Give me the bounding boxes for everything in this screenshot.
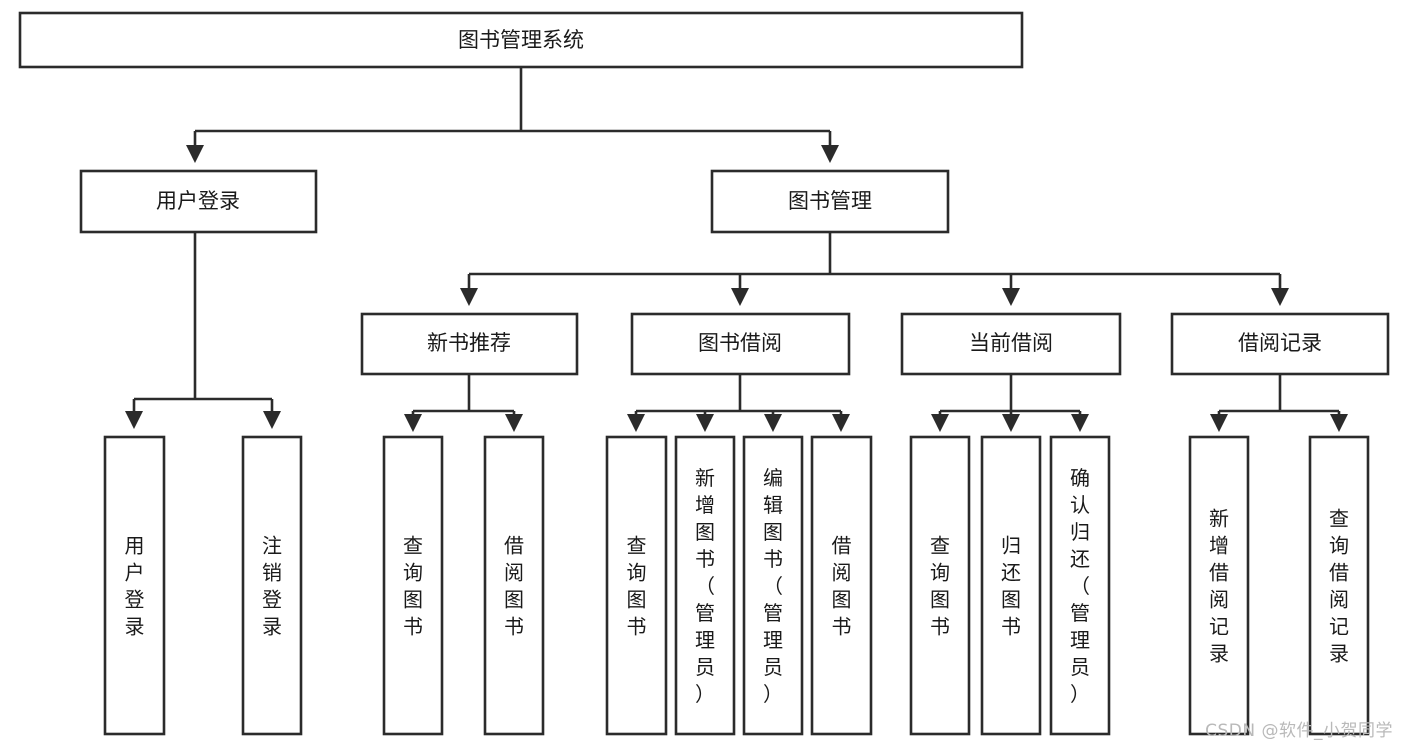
connector-newrec-to-leaves [403, 374, 524, 433]
leaf-borrow-book-b-label: 借阅图书 [832, 534, 852, 639]
node-book-borrow-label: 图书借阅 [698, 331, 782, 355]
leaf-confirm-return-label: 确认归还（管理员） [1070, 466, 1090, 706]
connector-current-to-leaves [930, 374, 1090, 433]
node-user-login-label: 用户登录 [156, 189, 240, 213]
leaf-borrow-book-b[interactable]: 借阅图书 [810, 435, 873, 736]
leaf-query-book-rec[interactable]: 查询图书 [382, 435, 444, 736]
node-new-book-recommend-label: 新书推荐 [427, 331, 511, 355]
leaf-confirm-return[interactable]: 确认归还（管理员） [1049, 435, 1111, 736]
leaf-add-book[interactable]: 新增图书（管理员） [674, 435, 736, 736]
connector-userlogin-to-leaves [124, 232, 282, 430]
leaf-query-book-b[interactable]: 查询图书 [605, 435, 668, 736]
leaf-query-book-b-label: 查询图书 [627, 534, 647, 639]
node-root-label: 图书管理系统 [458, 28, 584, 52]
node-book-management[interactable]: 图书管理 [710, 169, 950, 234]
leaf-add-book-label: 新增图书（管理员） [695, 466, 715, 706]
leaf-user-login-label: 用户登录 [125, 534, 145, 639]
connector-bookmgmt-to-level3 [459, 232, 1290, 307]
leaf-add-record-label: 新增借阅记录 [1209, 507, 1229, 666]
leaf-query-book-rec-label: 查询图书 [403, 534, 423, 639]
connector-records-to-leaves [1209, 374, 1349, 433]
csdn-watermark: CSDN @软件_小贺同学 [1205, 721, 1393, 741]
leaf-edit-book[interactable]: 编辑图书（管理员） [742, 435, 804, 736]
leaf-node-layer: 用户登录 注销登录 查询图书 借阅图书 查询图书 新增图书（管理员） 编辑图书（管理员） 借阅… [103, 435, 1370, 736]
node-book-management-label: 图书管理 [788, 189, 872, 213]
leaf-borrow-book-rec-label: 借阅图书 [504, 534, 524, 639]
leaf-query-book-c-label: 查询图书 [930, 534, 950, 639]
leaf-borrow-book-rec[interactable]: 借阅图书 [483, 435, 545, 736]
leaf-return-book-label: 归还图书 [1001, 534, 1021, 639]
leaf-user-login[interactable]: 用户登录 [103, 435, 166, 736]
leaf-return-book[interactable]: 归还图书 [980, 435, 1042, 736]
leaf-add-record[interactable]: 新增借阅记录 [1188, 435, 1250, 736]
leaf-logout[interactable]: 注销登录 [241, 435, 303, 736]
node-user-login[interactable]: 用户登录 [79, 169, 318, 234]
node-borrow-records[interactable]: 借阅记录 [1170, 312, 1390, 376]
connector-borrow-to-leaves [626, 374, 851, 433]
node-borrow-records-label: 借阅记录 [1238, 331, 1322, 355]
connector-root-to-level2 [185, 67, 840, 164]
node-current-borrow[interactable]: 当前借阅 [900, 312, 1122, 376]
node-book-borrow[interactable]: 图书借阅 [630, 312, 851, 376]
node-current-borrow-label: 当前借阅 [969, 331, 1053, 355]
leaf-query-record-label: 查询借阅记录 [1329, 507, 1349, 666]
node-new-book-recommend[interactable]: 新书推荐 [360, 312, 579, 376]
leaf-query-record[interactable]: 查询借阅记录 [1308, 435, 1370, 736]
node-root-system[interactable]: 图书管理系统 [18, 11, 1024, 69]
leaf-edit-book-label: 编辑图书（管理员） [763, 466, 783, 706]
leaf-query-book-c[interactable]: 查询图书 [909, 435, 971, 736]
leaf-logout-label: 注销登录 [262, 534, 282, 639]
